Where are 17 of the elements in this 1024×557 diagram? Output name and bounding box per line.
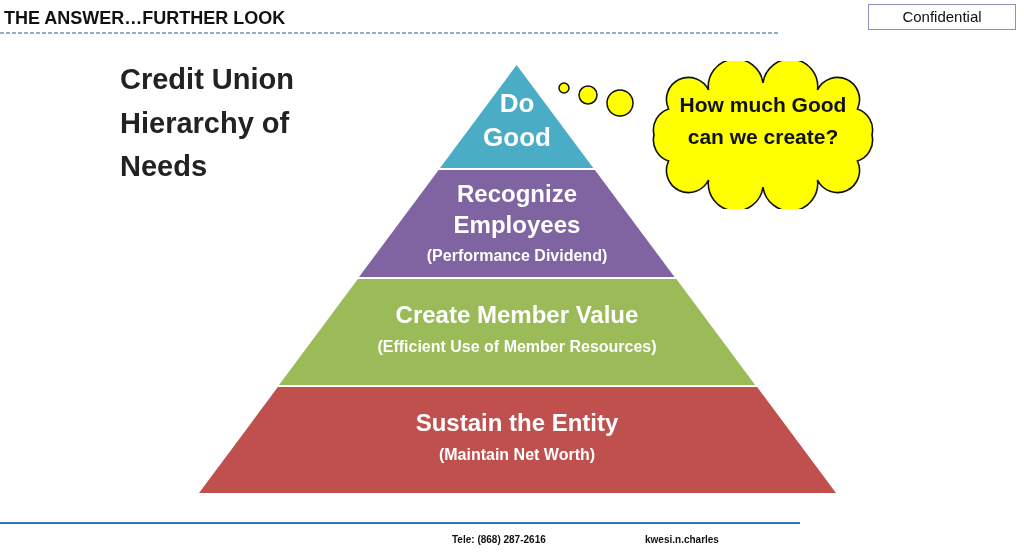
level-title: Sustain the Entity bbox=[414, 408, 620, 438]
pyramid-level bbox=[440, 65, 594, 168]
pyramid-level bbox=[198, 387, 836, 493]
phone-number: Tele: (868) 287-2616 bbox=[452, 534, 546, 545]
contact-handle: kwesi.n.charles bbox=[645, 534, 719, 545]
slide-title: THE ANSWER…FURTHER LOOK bbox=[4, 8, 286, 29]
level-subtitle: (Performance Dividend) bbox=[425, 246, 609, 266]
level-title: Recognize Employees bbox=[452, 179, 582, 241]
pyramid-level bbox=[359, 170, 675, 277]
diagram-heading: Credit Union Hierarchy of Needs bbox=[120, 62, 295, 184]
level-subtitle: (Efficient Use of Member Resources) bbox=[376, 337, 658, 357]
confidential-tag: Confidential bbox=[868, 4, 1016, 30]
level-title: Do Good bbox=[482, 87, 552, 154]
level-title: Create Member Value bbox=[394, 300, 640, 330]
level-subtitle: (Maintain Net Worth) bbox=[437, 445, 597, 465]
cloud-text: How much Good can we create? bbox=[678, 92, 848, 150]
pyramid-level bbox=[278, 279, 756, 385]
